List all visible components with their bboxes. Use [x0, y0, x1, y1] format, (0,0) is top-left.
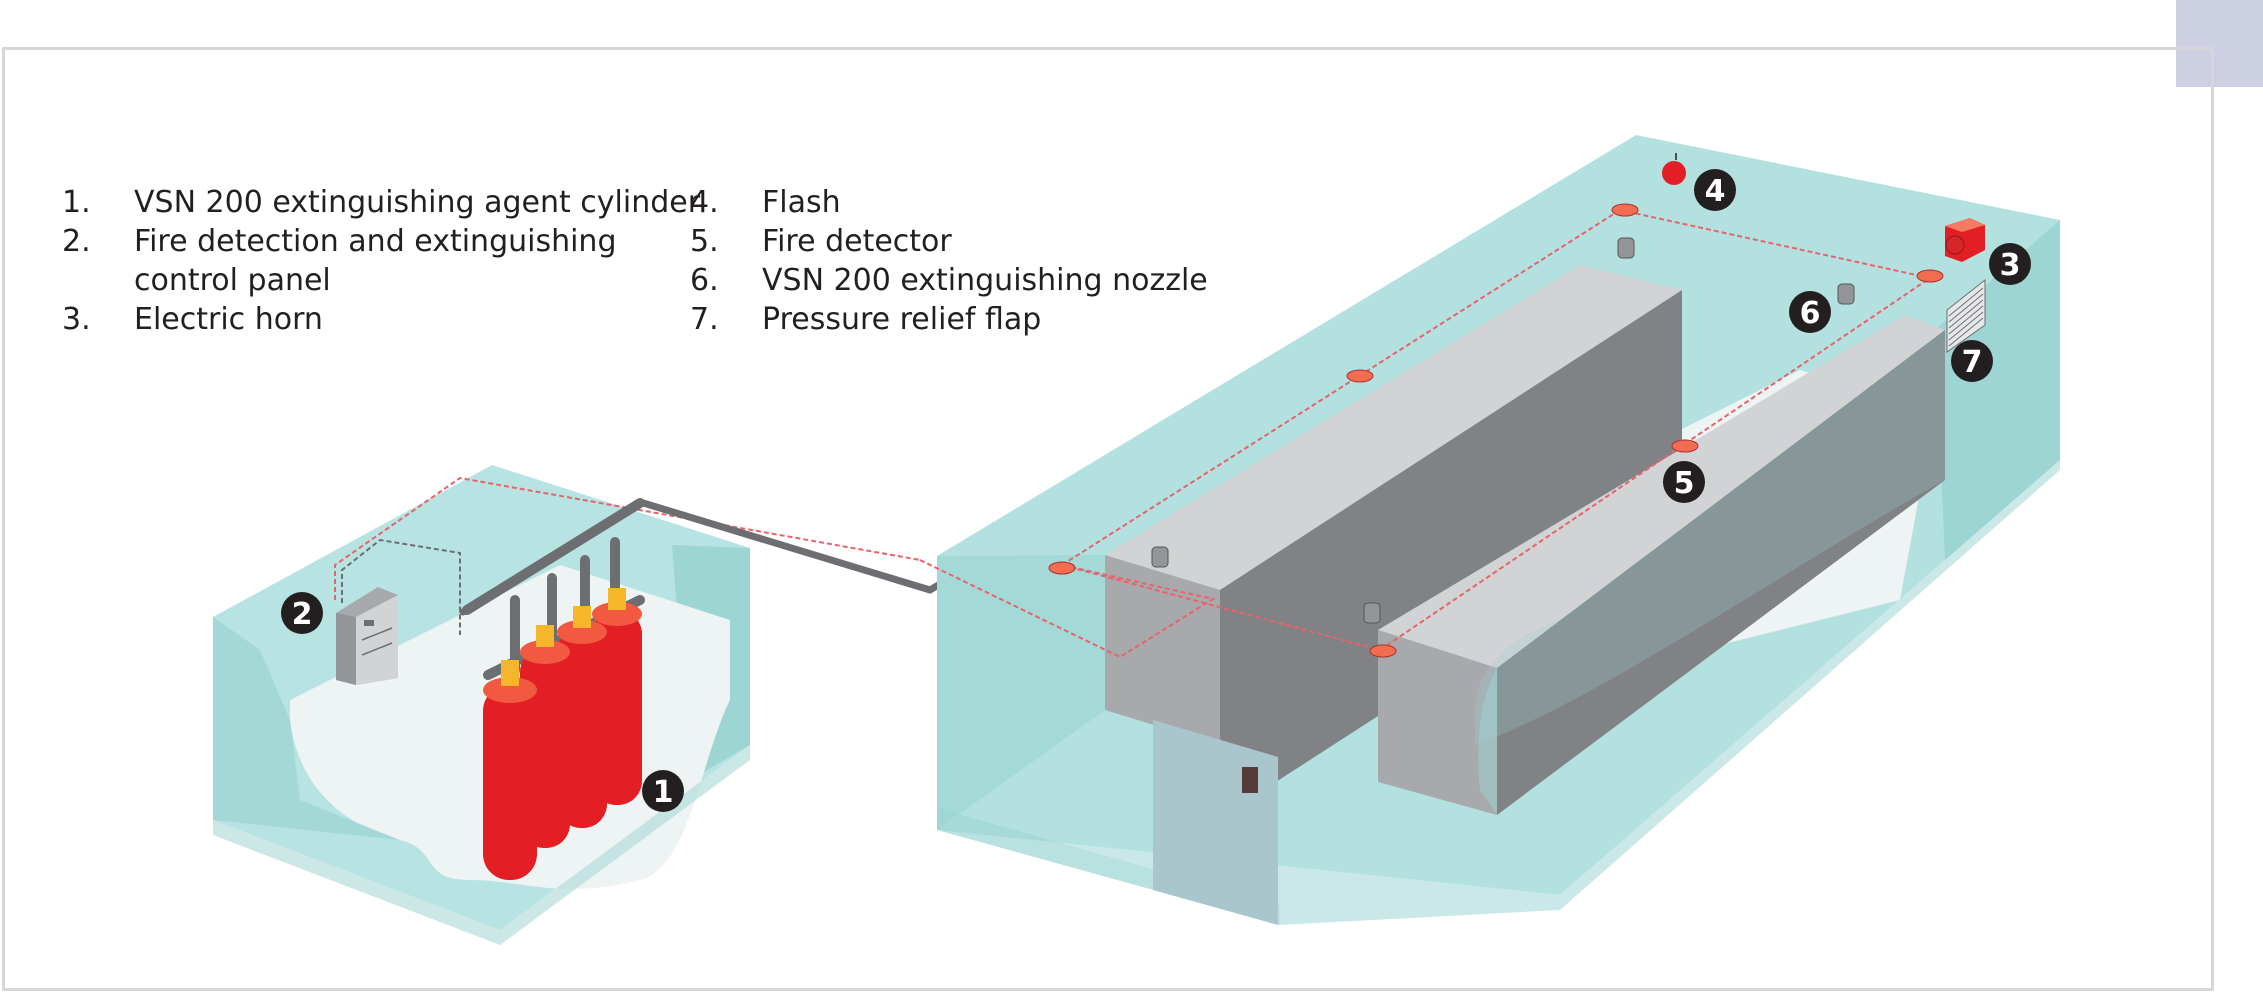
legend-item: 1. VSN 200 extinguishing agent cylinder [62, 183, 700, 222]
fire-detector-icon [1611, 203, 1639, 217]
callout-number: 1 [653, 775, 674, 810]
callout-marker: 7 [1951, 340, 1993, 382]
figure-frame [2, 47, 2214, 991]
legend-label: Fire detector [762, 224, 952, 259]
callout-marker: 5 [1663, 461, 1705, 503]
legend-number: 5. [690, 224, 719, 259]
extinguishing-nozzles [1151, 237, 1855, 624]
protected-room [937, 135, 2060, 925]
nozzle-icon [1837, 283, 1855, 305]
fire-detectors [1048, 203, 1944, 658]
legend-label: Fire detection and extinguishing control… [134, 224, 617, 298]
nozzle-icon [1617, 237, 1635, 259]
legend-number: 3. [62, 302, 91, 337]
nozzle-icon [1151, 546, 1169, 568]
callout-number: 2 [292, 597, 313, 632]
callout-number: 3 [2000, 248, 2021, 283]
nozzle-icon [1363, 602, 1381, 624]
pressure-relief-flap-icon [1946, 278, 1986, 353]
callout-markers: 1 2 3 4 5 6 7 [281, 169, 2031, 812]
callout-marker: 3 [1989, 243, 2031, 285]
legend-item: 4. Flash [690, 183, 1208, 222]
legend-number: 2. [62, 224, 91, 259]
legend-label: Electric horn [134, 302, 323, 337]
flash-icon [1662, 153, 1686, 185]
legend-label: Flash [762, 185, 841, 220]
legend-item: 7. Pressure relief flap [690, 300, 1208, 339]
cylinder-room [213, 465, 750, 945]
fire-detector-icon [1346, 369, 1374, 383]
callout-number: 6 [1800, 296, 1821, 331]
callout-number: 4 [1705, 174, 1726, 209]
door-window [1242, 767, 1258, 793]
fire-detector-icon [1369, 644, 1397, 658]
callout-number: 7 [1962, 345, 1983, 380]
electric-horn-icon [1945, 218, 1985, 262]
legend-number: 4. [690, 185, 719, 220]
legend-item: 3. Electric horn [62, 300, 700, 339]
fire-detector-icon [1671, 439, 1699, 453]
control-panel [336, 587, 398, 685]
legend-label: Pressure relief flap [762, 302, 1042, 337]
legend-item: 5. Fire detector [690, 222, 1208, 261]
fire-detector-icon [1048, 561, 1076, 575]
legend-item: 2. Fire detection and extinguishing cont… [62, 222, 700, 300]
legend-column-right: 4. Flash 5. Fire detector 6. VSN 200 ext… [690, 183, 1208, 339]
legend-label: VSN 200 extinguishing agent cylinder [134, 185, 701, 220]
legend-label: VSN 200 extinguishing nozzle [762, 263, 1208, 298]
cylinder [483, 660, 537, 880]
callout-marker: 1 [642, 770, 684, 812]
callout-marker: 6 [1789, 291, 1831, 333]
callout-number: 5 [1674, 466, 1695, 501]
legend-item: 6. VSN 200 extinguishing nozzle [690, 261, 1208, 300]
agent-cylinders [483, 588, 642, 880]
callout-marker: 2 [281, 592, 323, 634]
callout-marker: 4 [1694, 169, 1736, 211]
legend-column-left: 1. VSN 200 extinguishing agent cylinder … [62, 183, 700, 339]
legend-number: 6. [690, 263, 719, 298]
fire-detector-icon [1916, 269, 1944, 283]
legend-number: 1. [62, 185, 91, 220]
corner-tab [2176, 0, 2263, 87]
signal-wiring-large-room [919, 209, 1931, 659]
legend-number: 7. [690, 302, 719, 337]
